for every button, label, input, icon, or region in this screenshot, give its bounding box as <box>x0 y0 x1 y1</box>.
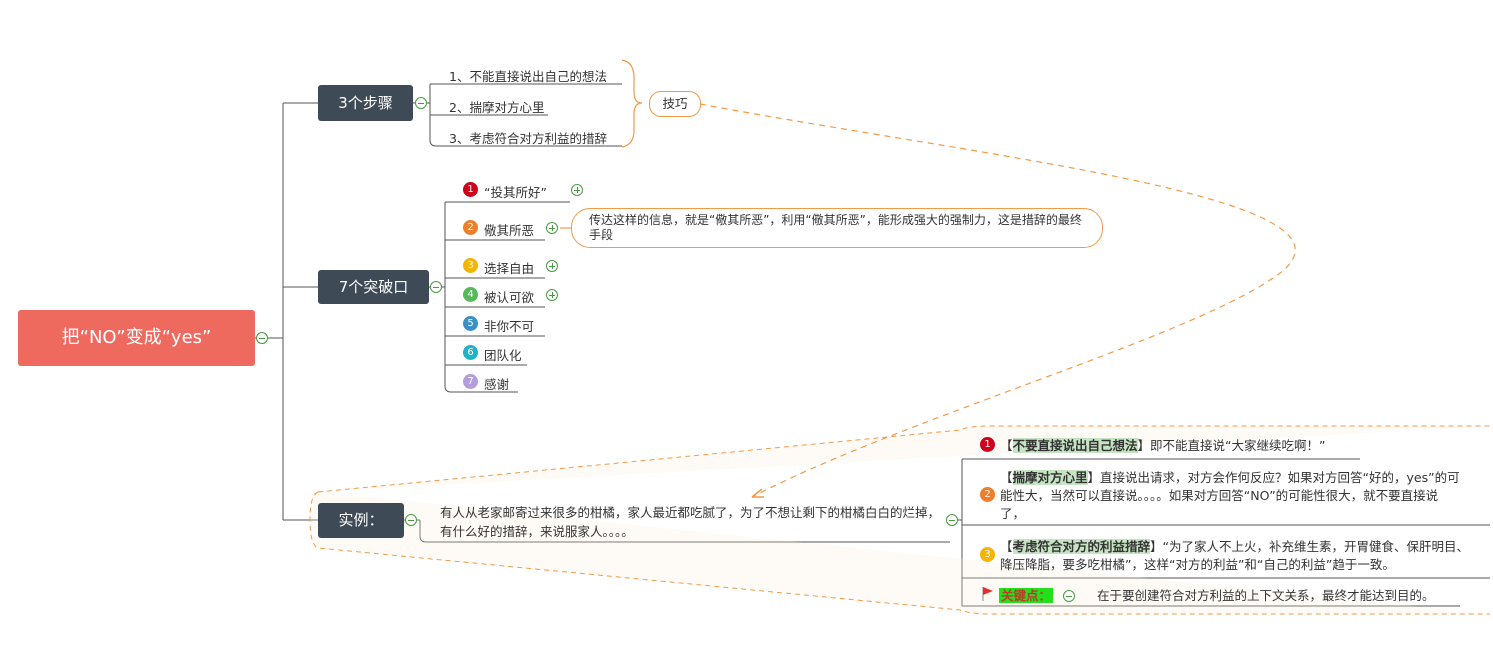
bracket-close: 】 <box>1150 539 1163 554</box>
breakthrough-item[interactable]: 选择自由 <box>484 261 535 276</box>
bracket-open: 【 <box>1000 539 1013 554</box>
summary-topic[interactable]: 技巧 <box>649 91 701 117</box>
collapse-icon[interactable] <box>430 281 442 293</box>
key-point-text: 关键点： <box>999 588 1054 603</box>
root-topic[interactable]: 把“NO”变成“yes” <box>18 310 255 366</box>
number-2-icon: 2 <box>463 220 478 235</box>
bracket-open: 【 <box>1000 438 1013 453</box>
detail-body-line: 降压降脂，要多吃柑橘”，这样“对方的利益”和“自己的利益”趋于一致。 <box>1000 557 1395 572</box>
collapse-icon[interactable] <box>415 97 427 109</box>
breakthrough-item[interactable]: 被认可欲 <box>484 290 535 305</box>
main-topic-breakthroughs[interactable]: 7个突破口 <box>318 270 429 304</box>
example-text[interactable]: 有人从老家邮寄过来很多的柑橘，家人最近都吃腻了，为了不想让剩下的柑橘白白的烂掉，… <box>440 505 941 539</box>
detail-item-2[interactable]: 【揣摩对方心里】直接说出请求，对方会作何反应？如果对方回答“好的，yes”的可 … <box>1000 469 1460 523</box>
number-1-icon: 1 <box>463 182 478 197</box>
detail-body: 即不能直接说“大家继续吃啊！” <box>1150 438 1326 453</box>
detail-title: 考虑符合对方的利益措辞 <box>1012 539 1151 554</box>
breakthrough-item[interactable]: “投其所好” <box>484 185 547 200</box>
collapse-icon[interactable] <box>405 514 417 526</box>
expand-icon[interactable] <box>546 289 558 301</box>
detail-item-3[interactable]: 【考虑符合对方的利益措辞】“为了家人不上火，补充维生素，开胃健食、保肝明目、 降… <box>1000 538 1469 574</box>
step-item[interactable]: 1、不能直接说出自己的想法 <box>449 69 607 84</box>
key-point-detail[interactable]: 在于要创建符合对方利益的上下文关系，最终才能达到目的。 <box>1097 588 1435 603</box>
step-item[interactable]: 3、考虑符合对方利益的措辞 <box>449 131 607 146</box>
collapse-icon[interactable] <box>1063 590 1075 602</box>
number-6-icon: 6 <box>463 345 478 360</box>
detail-body-line: “为了家人不上火，补充维生素，开胃健食、保肝明目、 <box>1162 539 1470 554</box>
expand-icon[interactable] <box>546 260 558 272</box>
breakthrough-item[interactable]: 非你不可 <box>484 319 535 334</box>
number-1-icon: 1 <box>980 437 995 452</box>
main-topic-steps-label: 3个步骤 <box>338 94 393 112</box>
summary-label: 技巧 <box>662 96 688 111</box>
key-point-label[interactable]: 关键点： <box>999 587 1054 605</box>
bracket-close: 】 <box>1137 438 1151 453</box>
detail-title: 揣摩对方心里 <box>1012 470 1088 485</box>
bracket-close: 】 <box>1087 470 1101 485</box>
number-4-icon: 4 <box>463 287 478 302</box>
expand-icon[interactable] <box>571 184 583 196</box>
number-3-icon: 3 <box>980 547 995 562</box>
main-topic-example[interactable]: 实例： <box>318 503 404 538</box>
breakthrough-item[interactable]: 感谢 <box>484 377 510 392</box>
detail-title: 不要直接说出自己想法 <box>1012 438 1138 453</box>
detail-body-line: 能性大，当然可以直接说。。。。如果对方回答“NO”的可能性很大，就不要直接说 <box>1000 488 1439 503</box>
root-label: 把“NO”变成“yes” <box>61 327 212 348</box>
breakthrough-item[interactable]: 团队化 <box>484 348 522 363</box>
bracket-open: 【 <box>1000 470 1013 485</box>
main-topic-breakthroughs-label: 7个突破口 <box>338 278 409 296</box>
breakthrough-item[interactable]: 儆其所恶 <box>484 223 535 238</box>
number-2-icon: 2 <box>980 487 995 502</box>
number-5-icon: 5 <box>463 316 478 331</box>
detail-body-line: 了， <box>1000 506 1026 521</box>
detail-item-1[interactable]: 【不要直接说出自己想法】即不能直接说“大家继续吃啊！” <box>1000 437 1326 455</box>
detail-body-line: 直接说出请求，对方会作何反应？如果对方回答“好的，yes”的可 <box>1100 470 1460 485</box>
step-item[interactable]: 2、揣摩对方心里 <box>449 100 545 115</box>
number-3-icon: 3 <box>463 258 478 273</box>
number-7-icon: 7 <box>463 374 478 389</box>
main-topic-example-label: 实例： <box>338 511 384 529</box>
expand-icon[interactable] <box>546 222 558 234</box>
callout-note-text: 传达这样的信息，就是“儆其所恶”，利用“儆其所恶”，能形成强大的强制力，这是措辞… <box>589 213 1082 242</box>
collapse-icon[interactable] <box>946 514 958 526</box>
main-topic-steps[interactable]: 3个步骤 <box>318 85 413 121</box>
collapse-icon[interactable] <box>256 332 268 344</box>
flag-icon <box>982 586 994 602</box>
callout-note[interactable]: 传达这样的信息，就是“儆其所恶”，利用“儆其所恶”，能形成强大的强制力，这是措辞… <box>571 208 1103 248</box>
